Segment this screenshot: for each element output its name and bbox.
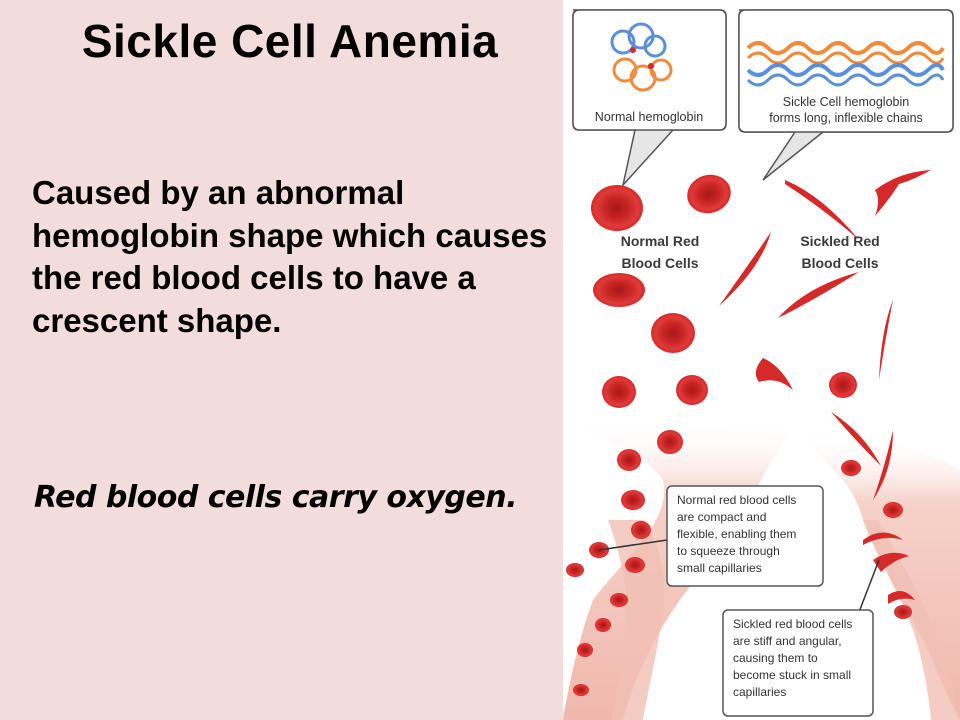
- normal-red-cells: [566, 174, 912, 696]
- normal-hemoglobin-molecule: [610, 22, 673, 92]
- sickled-red-cells: [719, 170, 931, 604]
- normal-cells-callout: Normal red blood cells are compact and f…: [598, 485, 824, 587]
- body-text: Caused by an abnormal hemoglobin shape w…: [32, 174, 548, 339]
- normal-cells-label-2: Blood Cells: [621, 255, 698, 271]
- sickled-cells-callout: Sickled red blood cells are stiff and an…: [722, 559, 880, 717]
- normal-hemoglobin-label: Normal hemoglobin: [595, 110, 703, 124]
- sickled-cells-label-2: Blood Cells: [801, 255, 878, 271]
- sickle-hemoglobin-label-1: Sickle Cell hemoglobin: [783, 95, 910, 109]
- normal-cells-label-1: Normal Red: [621, 233, 700, 249]
- sickle-hemoglobin-box: Sickle Cell hemoglobin forms long, infle…: [738, 9, 954, 181]
- sickled-callout-text: Sickled red blood cells are stiff and an…: [733, 617, 856, 699]
- note-text: Red blood cells carry oxygen.: [34, 480, 517, 515]
- sickled-cells-label-1: Sickled Red: [800, 233, 879, 249]
- diagram-svg: Normal hemoglobin Sickle Cell hemoglobin…: [563, 9, 960, 720]
- normal-callout-text: Normal red blood cells are compact and f…: [677, 493, 800, 575]
- sickle-hemoglobin-chain: [746, 41, 945, 87]
- slide-title: Sickle Cell Anemia: [81, 15, 499, 67]
- sickle-hemoglobin-label-2: forms long, inflexible chains: [769, 111, 923, 125]
- normal-hemoglobin-box: Normal hemoglobin: [572, 9, 727, 188]
- sickle-cell-diagram: Normal hemoglobin Sickle Cell hemoglobin…: [563, 0, 960, 720]
